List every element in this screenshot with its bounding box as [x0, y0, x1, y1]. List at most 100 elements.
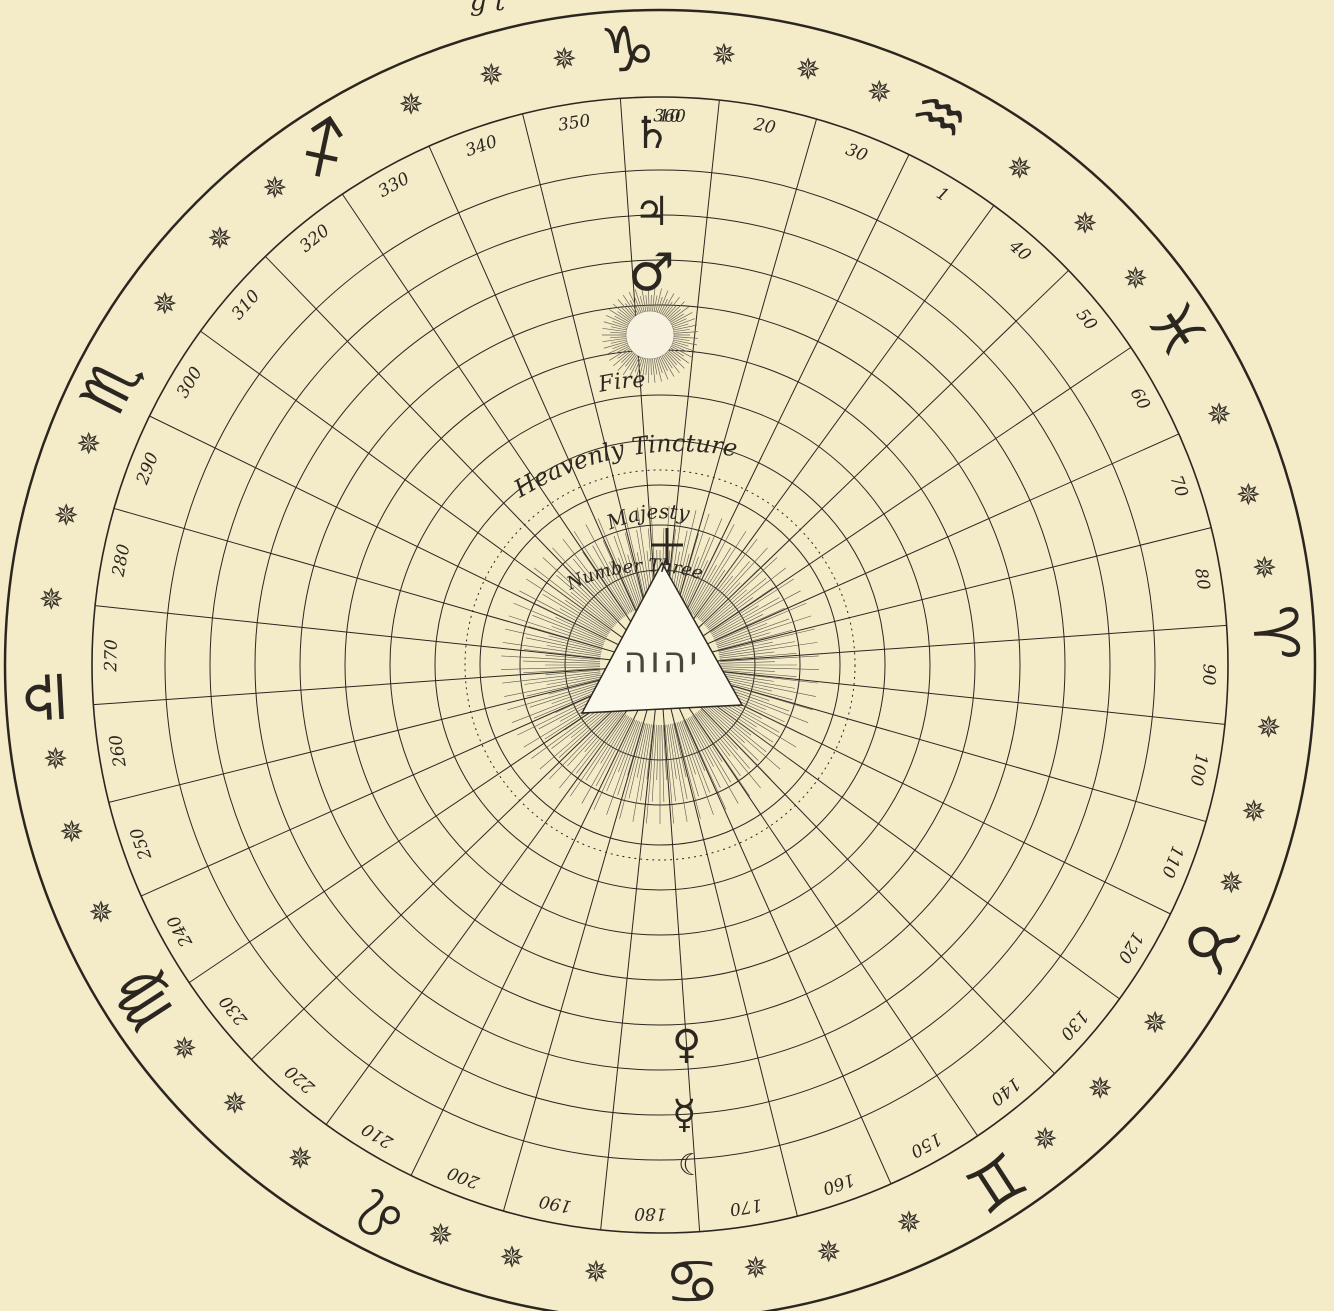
- radial-line: [601, 681, 659, 1230]
- degree-label: 240: [164, 912, 198, 951]
- degree-label: 200: [445, 1162, 484, 1193]
- ray: [585, 710, 621, 752]
- gemini-icon: ♊: [953, 1136, 1039, 1228]
- ray: [657, 725, 659, 780]
- star-icon: ✵: [499, 1240, 524, 1275]
- ray: [702, 583, 740, 622]
- ray: [620, 723, 645, 819]
- header-fragment: g t: [470, 0, 506, 17]
- star-icon: ✵: [795, 53, 820, 88]
- degree-label: 30: [843, 140, 871, 166]
- star-icon: ✵: [896, 1206, 921, 1241]
- degree-label: 220: [281, 1061, 320, 1098]
- scorpio-icon: ♏: [66, 344, 156, 427]
- ray: [523, 661, 600, 663]
- star-icon: ✵: [1033, 1122, 1058, 1157]
- radial-line: [342, 194, 651, 652]
- star-icon: ✵: [152, 287, 177, 322]
- sun-ray: [610, 337, 628, 338]
- ray: [549, 708, 618, 779]
- radial-line: [673, 347, 1131, 656]
- star-icon: ✵: [39, 583, 64, 618]
- star-icon: ✵: [1207, 398, 1232, 433]
- degree-label: 120: [1113, 928, 1147, 966]
- sun-disc-icon: [626, 311, 674, 359]
- ray: [703, 707, 758, 761]
- jupiter-icon: ♃: [634, 189, 670, 235]
- degree-label: 280: [108, 542, 134, 579]
- ray: [633, 724, 650, 822]
- star-icon: ✵: [583, 1255, 608, 1290]
- radial-line: [669, 678, 978, 1136]
- degree-label: 60: [1126, 385, 1154, 414]
- ray: [618, 721, 638, 772]
- venus-icon: ♀: [672, 1022, 701, 1068]
- ray: [705, 704, 780, 769]
- degree-label: 190: [537, 1190, 573, 1216]
- sun-ray: [602, 328, 628, 332]
- star-icon: ✵: [1073, 206, 1098, 241]
- radial-line: [674, 672, 1170, 914]
- ray: [720, 662, 775, 664]
- sun-ray: [654, 357, 657, 375]
- sagittarius-icon: ♐: [281, 102, 367, 194]
- ray: [675, 723, 700, 819]
- label-fire: Fire: [596, 368, 646, 398]
- radial-line: [672, 270, 1069, 653]
- saturn-icon: ♄: [632, 108, 671, 159]
- sun-ray: [648, 357, 649, 383]
- star-icon: ✵: [1007, 151, 1032, 186]
- ray: [677, 723, 699, 797]
- star-icon: ✵: [1256, 710, 1281, 745]
- radial-line: [676, 667, 1225, 725]
- label-majesty: Majesty: [602, 499, 692, 535]
- label-number-three: Number Three: [563, 555, 705, 595]
- star-icon: ✵: [172, 1032, 197, 1067]
- ray: [702, 708, 771, 779]
- degree-label: 170: [728, 1194, 763, 1219]
- degree-label: 20: [751, 115, 777, 139]
- star-icon: ✵: [1143, 1006, 1168, 1041]
- radial-line: [667, 154, 909, 650]
- star-icon: ✵: [867, 75, 892, 110]
- star-icon: ✵: [1123, 261, 1148, 296]
- mercury-icon: ☿: [672, 1092, 697, 1138]
- degree-label: 70: [1166, 473, 1192, 500]
- cancer-icon: ♋: [663, 1243, 722, 1311]
- degree-label: 340: [463, 132, 500, 162]
- sun-ray: [606, 315, 630, 326]
- degree-label: 330: [375, 169, 413, 202]
- star-icon: ✵: [43, 742, 68, 777]
- mars-icon: ♂: [628, 243, 675, 303]
- degree-label: 40: [1004, 236, 1034, 266]
- degree-label: 290: [132, 450, 163, 489]
- degree-label: 270: [101, 639, 122, 673]
- radial-line: [675, 669, 1206, 821]
- ray: [662, 725, 664, 802]
- ray: [698, 711, 761, 788]
- ray: [720, 672, 818, 683]
- star-icon: ✵: [743, 1251, 768, 1286]
- aquarius-icon: ♒: [899, 71, 982, 161]
- ray: [578, 585, 617, 623]
- ray: [594, 720, 635, 810]
- ray: [505, 629, 601, 651]
- degree-label: 160: [820, 1169, 857, 1199]
- radial-line: [95, 606, 644, 664]
- star-icon: ✵: [262, 171, 287, 206]
- degree-label: 320: [296, 221, 334, 257]
- star-icon: ✵: [1241, 795, 1266, 830]
- star-icon: ✵: [288, 1142, 313, 1177]
- star-icon: ✵: [1088, 1072, 1113, 1107]
- ray: [703, 570, 758, 624]
- taurus-icon: ♉: [1164, 904, 1254, 987]
- moon-icon: ☾: [678, 1148, 705, 1183]
- capricorn-icon: ♑: [598, 12, 657, 88]
- star-icon: ✵: [428, 1218, 453, 1253]
- star-icon: ✵: [711, 38, 736, 73]
- radial-line: [503, 680, 655, 1211]
- star-icon: ✵: [1236, 478, 1261, 513]
- degree-label: 1: [933, 183, 953, 206]
